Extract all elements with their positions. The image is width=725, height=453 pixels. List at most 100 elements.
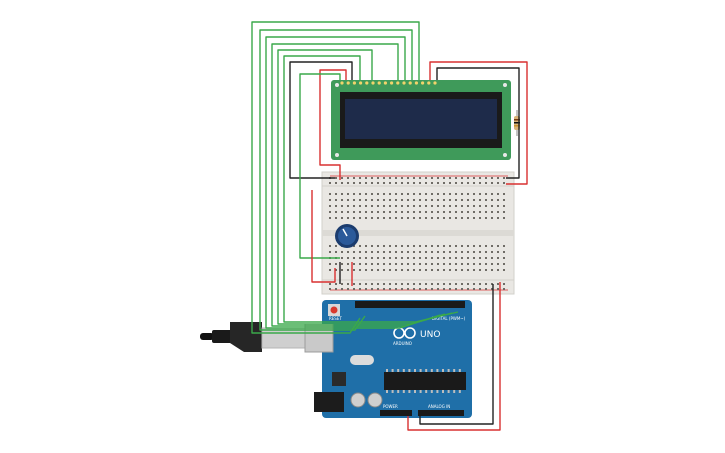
breadboard-hole <box>329 263 331 265</box>
breadboard-hole <box>329 182 331 184</box>
breadboard-hole <box>413 177 415 179</box>
breadboard-hole <box>335 177 337 179</box>
breadboard-hole <box>335 182 337 184</box>
digital-header <box>355 301 465 308</box>
breadboard-hole <box>383 245 385 247</box>
wire-5v-rail[interactable] <box>407 282 501 431</box>
breadboard-hole <box>467 182 469 184</box>
breadboard-hole <box>371 269 373 271</box>
wire-lcd-ground[interactable] <box>289 61 353 179</box>
wire-backlight-anode[interactable] <box>429 61 528 185</box>
lcd-mount-hole-tr <box>503 83 507 87</box>
breadboard-hole <box>347 263 349 265</box>
breadboard-hole <box>485 199 487 201</box>
breadboard-hole <box>335 211 337 213</box>
wire-pot-power[interactable] <box>311 190 336 283</box>
breadboard-hole <box>497 211 499 213</box>
breadboard-hole <box>485 288 487 290</box>
breadboard-hole <box>431 283 433 285</box>
breadboard-hole <box>461 251 463 253</box>
breadboard-hole <box>371 288 373 290</box>
breadboard-hole <box>371 177 373 179</box>
breadboard-hole <box>503 263 505 265</box>
breadboard-hole <box>347 217 349 219</box>
breadboard-hole <box>395 177 397 179</box>
breadboard-hole <box>359 217 361 219</box>
lcd-pin <box>408 81 412 85</box>
breadboard-hole <box>347 193 349 195</box>
breadboard-hole <box>401 205 403 207</box>
breadboard-hole <box>455 263 457 265</box>
breadboard-hole <box>485 263 487 265</box>
breadboard-hole <box>449 251 451 253</box>
breadboard-hole <box>365 288 367 290</box>
lcd-pin <box>433 81 437 85</box>
breadboard-hole <box>443 205 445 207</box>
breadboard-hole <box>485 257 487 259</box>
lcd-16x2[interactable] <box>331 80 511 160</box>
usb-cable-tip <box>200 333 214 340</box>
breadboard-hole <box>431 205 433 207</box>
breadboard-hole <box>371 251 373 253</box>
breadboard-hole <box>365 177 367 179</box>
lcd-pins <box>340 81 437 85</box>
wire-lcd-contrast[interactable] <box>299 73 341 259</box>
breadboard-hole <box>359 211 361 213</box>
breadboard-hole <box>329 193 331 195</box>
wire-gnd-rail[interactable] <box>419 284 494 425</box>
breadboard-hole <box>479 251 481 253</box>
breadboard-hole <box>425 251 427 253</box>
breadboard-hole <box>359 182 361 184</box>
breadboard-hole <box>353 217 355 219</box>
breadboard-hole <box>485 217 487 219</box>
breadboard-hole <box>353 199 355 201</box>
breadboard-hole <box>329 251 331 253</box>
wire-lcd-power[interactable] <box>319 69 347 180</box>
breadboard-hole <box>497 177 499 179</box>
breadboard-hole <box>461 217 463 219</box>
breadboard-hole <box>359 257 361 259</box>
lcd-pin <box>371 81 375 85</box>
breadboard-hole <box>389 177 391 179</box>
breadboard-hole <box>401 283 403 285</box>
breadboard-hole <box>449 182 451 184</box>
breadboard-hole <box>449 257 451 259</box>
breadboard-hole <box>479 193 481 195</box>
breadboard-hole <box>413 263 415 265</box>
breadboard-hole <box>383 288 385 290</box>
breadboard-hole <box>419 217 421 219</box>
breadboard-hole <box>353 205 355 207</box>
breadboard-hole <box>353 177 355 179</box>
arduino-uno-board[interactable]: RESET DIGITAL (PWM~) UNO ARDUINO POWER A… <box>304 300 472 418</box>
breadboard-hole <box>461 263 463 265</box>
lcd-pin <box>377 81 381 85</box>
breadboard-hole <box>473 211 475 213</box>
breadboard-hole <box>413 211 415 213</box>
breadboard-hole <box>371 199 373 201</box>
breadboard-hole <box>329 217 331 219</box>
breadboard-hole <box>401 199 403 201</box>
breadboard-hole <box>389 283 391 285</box>
lcd-mount-hole-bl <box>335 153 339 157</box>
breadboard-hole <box>407 205 409 207</box>
breadboard-hole <box>401 263 403 265</box>
breadboard-hole <box>359 288 361 290</box>
lcd-pin <box>340 81 344 85</box>
capacitor-2 <box>367 392 383 408</box>
reset-button-cap[interactable] <box>330 306 338 314</box>
wire-lcd-rs[interactable] <box>283 55 459 323</box>
breadboard-hole <box>491 199 493 201</box>
breadboard-hole <box>479 269 481 271</box>
wire-backlight-cathode[interactable] <box>436 67 520 179</box>
breadboard-hole <box>329 269 331 271</box>
power-label: POWER <box>383 404 398 409</box>
potentiometer[interactable] <box>335 224 359 248</box>
breadboard-hole <box>371 263 373 265</box>
breadboard-hole <box>389 211 391 213</box>
breadboard-hole <box>437 211 439 213</box>
breadboard-hole <box>407 177 409 179</box>
breadboard-hole <box>389 193 391 195</box>
breadboard-hole <box>437 251 439 253</box>
breadboard-hole <box>473 257 475 259</box>
breadboard-hole <box>365 217 367 219</box>
